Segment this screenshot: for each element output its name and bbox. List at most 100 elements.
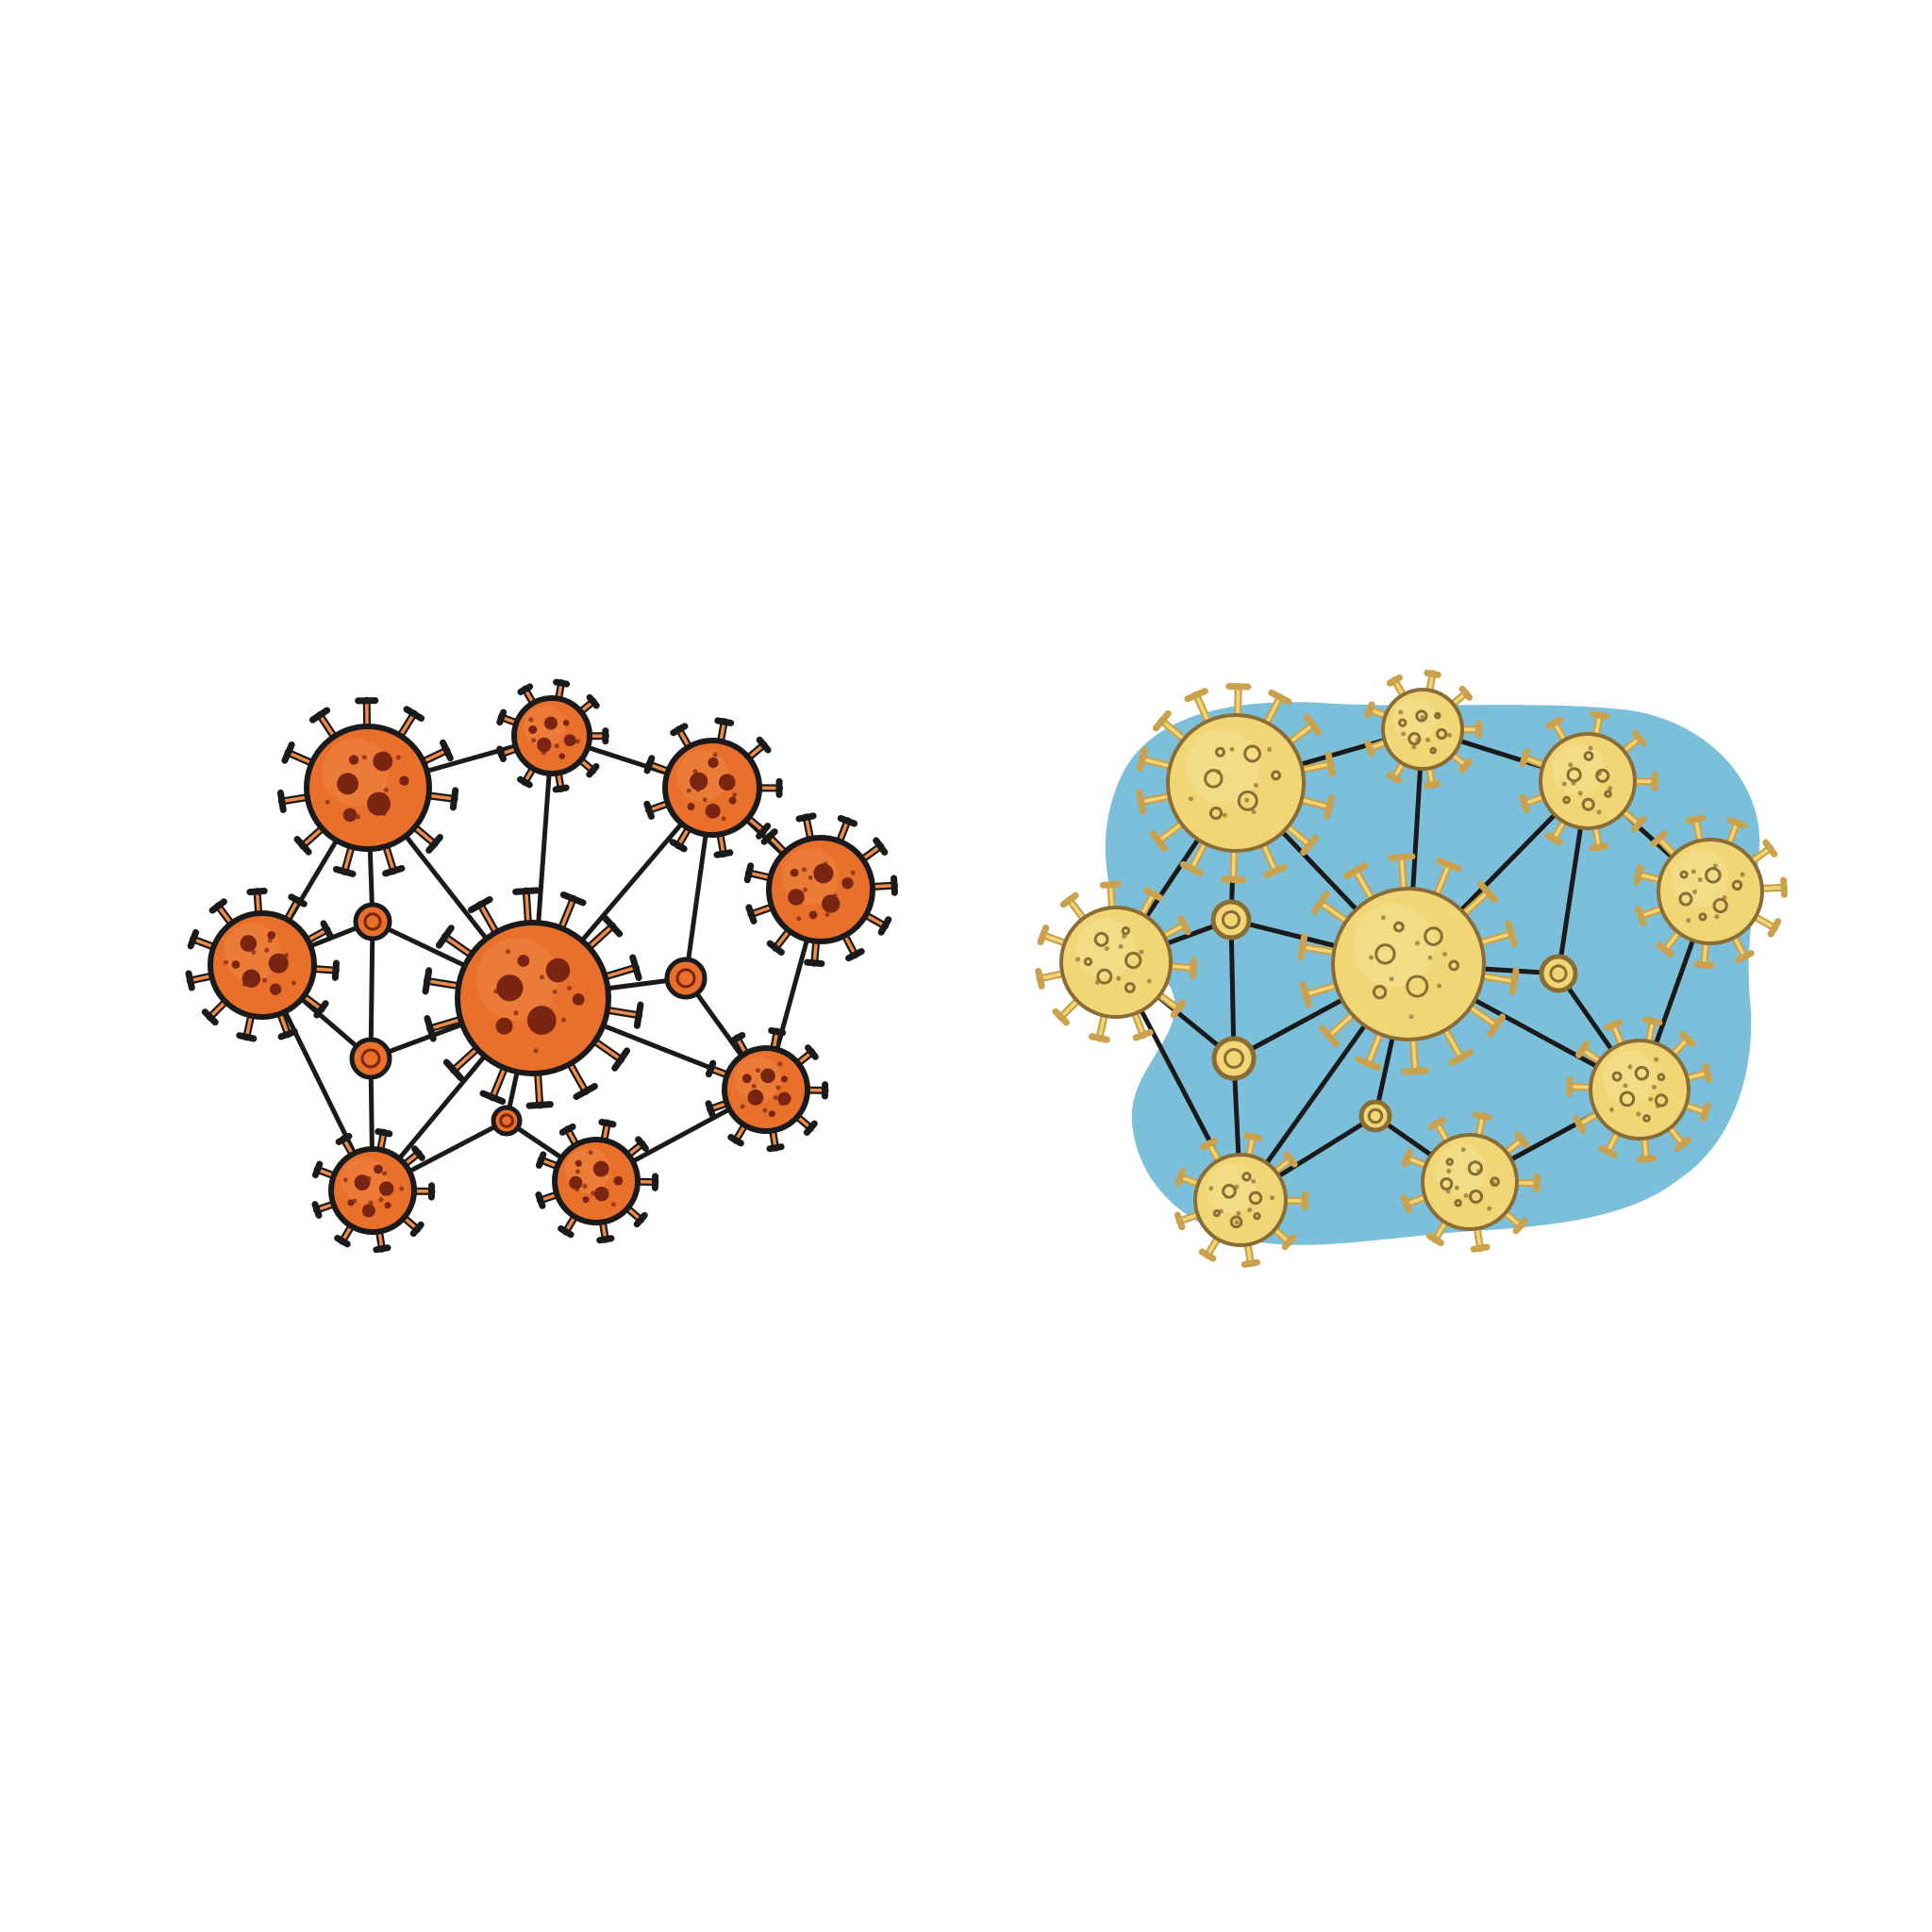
virus-speck <box>702 797 708 803</box>
virus-speck <box>1697 877 1703 883</box>
spike-cap <box>1425 1232 1444 1246</box>
spike-cap <box>558 1123 576 1136</box>
spike-cap <box>1324 794 1336 820</box>
virus-spot <box>1248 1191 1263 1206</box>
spike-cap <box>1598 1144 1618 1158</box>
virus-spot <box>267 930 276 940</box>
spike-cap <box>1477 880 1499 904</box>
virus-spot <box>768 1110 775 1118</box>
spike-cap <box>1241 1258 1260 1268</box>
spike-cap <box>705 1059 717 1078</box>
spike-cap <box>1364 740 1375 758</box>
spike-cap <box>837 814 858 827</box>
spike-cap <box>1435 858 1462 873</box>
spike-cap <box>643 800 656 821</box>
spike-cap <box>1176 914 1191 936</box>
virus-speck <box>1414 941 1420 946</box>
virus-spot <box>1424 926 1443 946</box>
virus-spot <box>1595 768 1610 783</box>
spike-cap <box>1343 861 1369 879</box>
virus-spot <box>1253 1212 1261 1221</box>
spike-cap <box>1762 839 1778 858</box>
virus-speck <box>531 738 537 743</box>
virus-spot <box>1124 951 1142 970</box>
virus-speck <box>251 949 257 955</box>
spike-cap <box>468 895 493 913</box>
spike-cap <box>1448 1049 1474 1067</box>
virus-spot <box>592 1160 609 1177</box>
spike-cap <box>633 1001 644 1029</box>
spike-cap <box>635 1136 649 1152</box>
spike-cap <box>1099 880 1122 889</box>
virus-speck <box>732 792 738 798</box>
virus-spot <box>1698 912 1707 922</box>
spike-cap <box>670 723 689 737</box>
virus-speck <box>267 938 273 943</box>
spike-cap <box>496 708 508 726</box>
spike-cap <box>1174 1167 1187 1187</box>
spike-cap <box>1281 1234 1297 1251</box>
spike-cap <box>1149 830 1168 853</box>
spike-cap <box>596 1235 615 1244</box>
virus-speck <box>1607 786 1613 791</box>
virus-body <box>1657 838 1764 945</box>
virus-speck <box>692 769 698 774</box>
spike-cap <box>1423 780 1441 790</box>
spike-cap <box>633 1211 648 1228</box>
virus-spot <box>841 877 854 890</box>
junction-node <box>353 902 392 941</box>
virus-highlight <box>1185 728 1260 804</box>
virus-spot <box>269 983 282 995</box>
virus-spot <box>1440 1177 1454 1191</box>
spike-cap <box>1487 1013 1507 1038</box>
virus-speck <box>291 980 296 986</box>
virus-speck <box>777 1061 783 1067</box>
spike-cap <box>643 755 656 774</box>
junction-node <box>349 1037 392 1080</box>
virus-spot <box>268 953 289 974</box>
virus-spot <box>813 863 834 884</box>
spike-cap <box>1299 981 1312 1008</box>
virus-speck <box>1369 955 1374 960</box>
virus-speck <box>1714 914 1720 920</box>
spike-cap <box>373 1244 391 1254</box>
virus-spot <box>575 1159 582 1167</box>
spike-cap <box>1519 793 1531 814</box>
spike-cap <box>332 865 357 877</box>
virus-body <box>208 910 317 1020</box>
virus-spot <box>1222 1183 1237 1199</box>
virus-spot <box>563 734 576 747</box>
spike-cap <box>1152 709 1172 732</box>
spike-cap <box>1508 967 1520 995</box>
virus-speck <box>375 800 381 806</box>
spike-cap <box>1174 1211 1186 1231</box>
spike-cap <box>409 1221 425 1238</box>
virus-spot <box>342 808 358 823</box>
virus-speck <box>1577 791 1583 796</box>
spike-cap <box>1263 863 1288 878</box>
virus-speck <box>1740 872 1745 877</box>
virus-speck <box>778 1101 784 1107</box>
virus-speck <box>1447 732 1453 738</box>
spike-cap <box>1142 887 1164 902</box>
spike-cap <box>1310 891 1330 915</box>
spike-cap <box>1702 1062 1712 1083</box>
spike-cap <box>1136 789 1147 815</box>
spike-cap <box>1470 1243 1491 1253</box>
virus-spot <box>1469 1189 1484 1204</box>
spike-cap <box>573 1083 598 1101</box>
virus-speck <box>1222 812 1227 818</box>
virus-speck <box>602 1169 608 1174</box>
virus-speck <box>1686 918 1691 924</box>
virus-speck <box>1568 762 1574 768</box>
virus-speck <box>773 1095 778 1101</box>
virus-spot <box>1372 985 1388 1000</box>
spike-cap <box>766 1143 785 1153</box>
spike-cap <box>1566 1075 1574 1097</box>
spike-cap <box>1590 710 1610 720</box>
spike-cap <box>442 1058 464 1082</box>
network-edge <box>1228 917 1237 1061</box>
spike-cap <box>201 1008 219 1026</box>
spike-cap <box>276 789 287 813</box>
